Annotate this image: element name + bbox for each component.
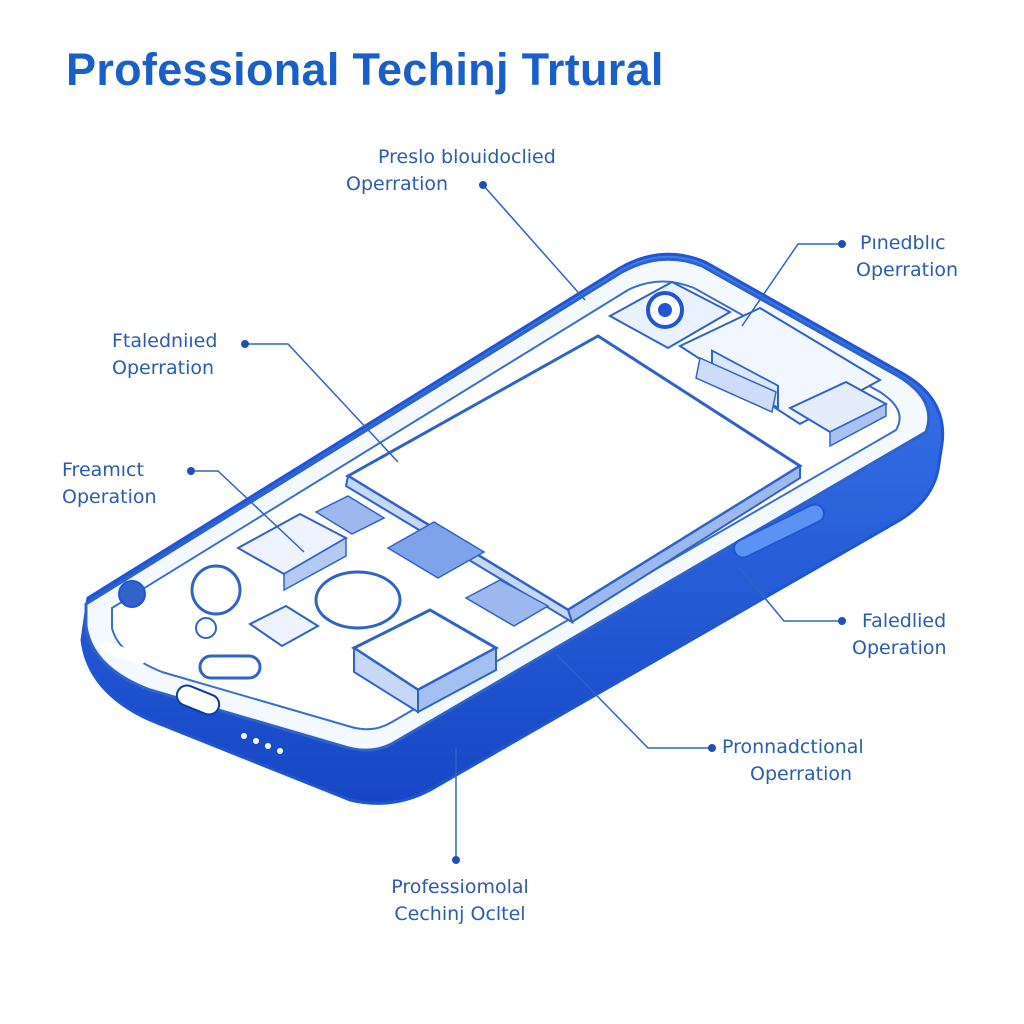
callout-top-right-line-1: Pınedblıc [860, 232, 946, 254]
callout-top-line-1: Preslo blouidoclied [378, 146, 556, 168]
leader-top-right [741, 243, 842, 327]
callout-right-2-line-2: Operration [750, 763, 853, 785]
leader-left-1 [245, 343, 399, 463]
leader-right-1 [737, 565, 842, 622]
callout-right-1-line-1: Faledlied [862, 610, 947, 632]
camera-module [607, 280, 733, 350]
callout-left-1: Ftaledniıed Operration [112, 328, 217, 382]
callout-left-2-line-2: Operation [62, 486, 157, 508]
callout-left-1-line-1: Ftaledniıed [112, 330, 218, 352]
callout-top: Preslo blouidoclied Operration [346, 144, 556, 198]
callout-right-1-line-2: Operation [852, 637, 947, 659]
callout-leaders [191, 184, 842, 860]
leader-top [482, 184, 586, 301]
callout-bottom-line-1: Professiomolal [391, 876, 529, 898]
callout-right-2: Pronnadctional Operration [722, 734, 864, 788]
board-top-right [677, 306, 889, 448]
callout-right-2-line-1: Pronnadctional [722, 736, 864, 758]
leader-left-2 [191, 470, 305, 553]
callout-left-2-line-1: Freamıct [62, 459, 144, 481]
callout-left-2: Freamıct Operation [62, 457, 157, 511]
callout-left-1-line-2: Operration [112, 357, 215, 379]
callout-bottom: Professiomolal Cechinj Ocltel [360, 874, 560, 928]
callout-right-1: Faledlied Operation [852, 608, 947, 662]
page-title: Professional Techinj Trtural [66, 44, 664, 95]
leader-right-2 [555, 653, 712, 749]
callout-bottom-line-2: Cechinj Ocltel [394, 903, 526, 925]
callout-top-right-line-2: Operration [856, 259, 959, 281]
side-ports [100, 503, 825, 754]
callout-top-line-2: Operration [346, 173, 449, 195]
board-left [118, 495, 550, 714]
callout-dots [187, 181, 846, 864]
callout-top-right: Pınedblıc Operration [856, 230, 958, 284]
